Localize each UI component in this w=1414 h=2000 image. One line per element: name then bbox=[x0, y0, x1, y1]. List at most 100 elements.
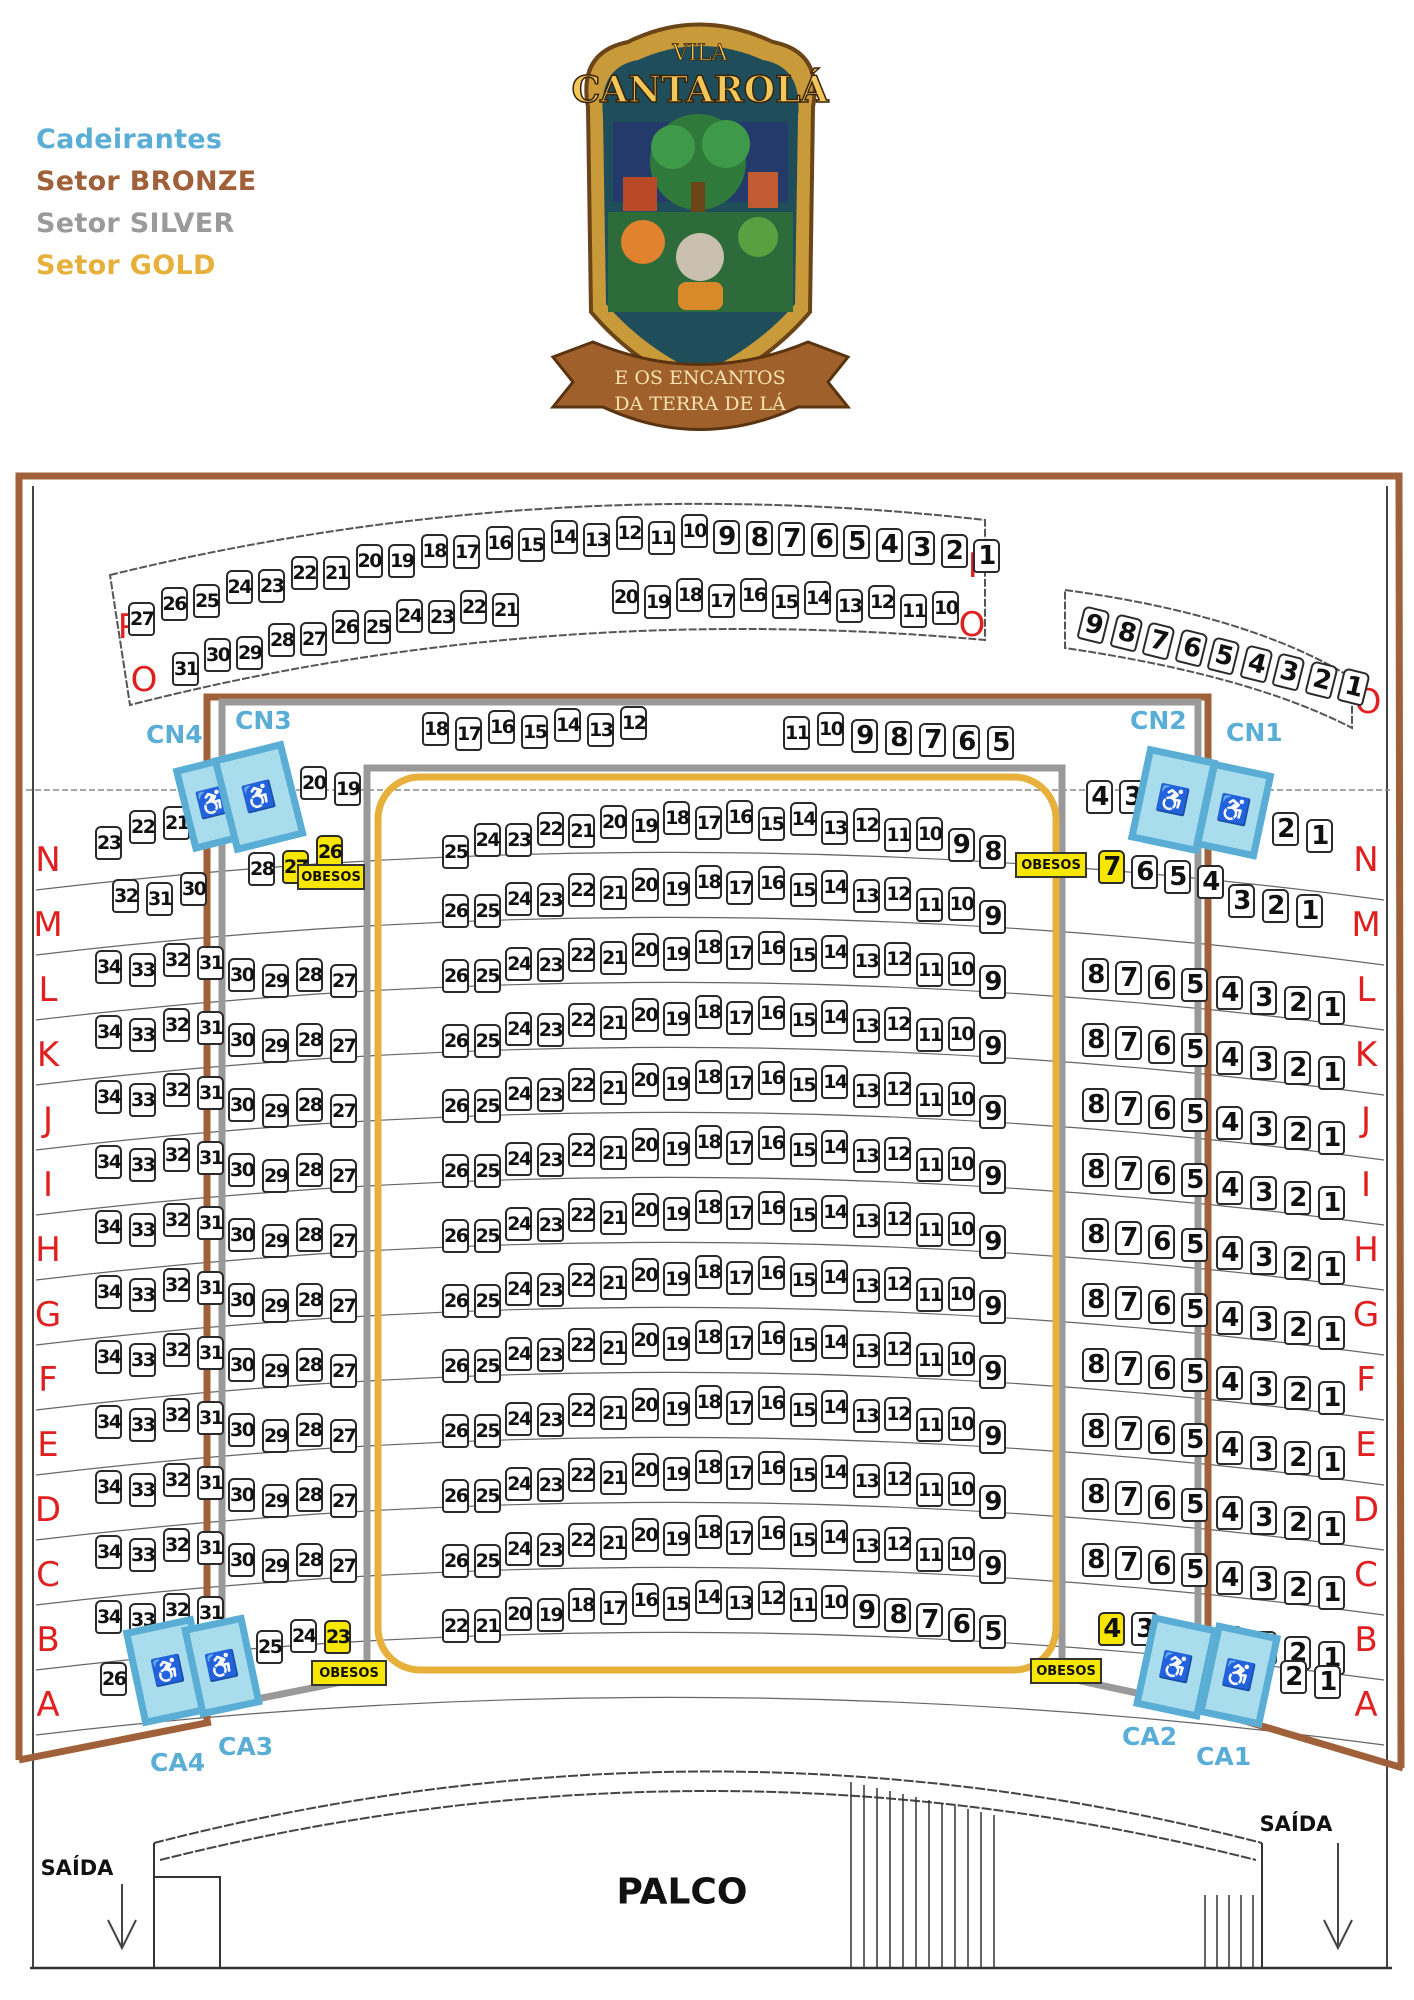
seat[interactable]: 31 bbox=[146, 881, 173, 916]
seat[interactable]: 24 bbox=[505, 1271, 533, 1306]
seat[interactable]: 6 bbox=[1148, 1549, 1175, 1584]
seat[interactable]: 17 bbox=[708, 584, 735, 619]
seat[interactable]: 31 bbox=[197, 1400, 224, 1435]
seat[interactable]: 30 bbox=[180, 872, 207, 907]
seat[interactable]: 13 bbox=[821, 810, 849, 845]
seat[interactable]: 3 bbox=[908, 530, 935, 565]
seat[interactable]: 20 bbox=[631, 1062, 659, 1097]
seat[interactable]: 20 bbox=[631, 1257, 659, 1292]
seat[interactable]: 7 bbox=[1115, 1091, 1142, 1126]
seat[interactable]: 11 bbox=[916, 1472, 943, 1507]
seat[interactable]: 2 bbox=[1284, 1181, 1311, 1216]
seat[interactable]: 30 bbox=[228, 1478, 255, 1512]
seat[interactable]: 14 bbox=[821, 1324, 849, 1359]
seat[interactable]: 10 bbox=[947, 887, 975, 922]
seat[interactable]: 32 bbox=[163, 1268, 190, 1303]
seat[interactable]: 23 bbox=[536, 948, 564, 983]
seat[interactable]: 8 bbox=[1082, 958, 1109, 992]
seat[interactable]: 26 bbox=[442, 1283, 469, 1318]
seat[interactable]: 15 bbox=[789, 1263, 817, 1298]
seat[interactable]: 9 bbox=[851, 719, 878, 754]
seat[interactable]: 29 bbox=[262, 964, 289, 998]
seat[interactable]: 8 bbox=[1082, 1543, 1109, 1577]
seat[interactable]: 27 bbox=[330, 1419, 357, 1453]
seat[interactable]: 1 bbox=[1318, 1381, 1345, 1416]
seat[interactable]: 23 bbox=[536, 1273, 564, 1308]
seat[interactable]: 32 bbox=[163, 1333, 190, 1368]
seat[interactable]: 33 bbox=[129, 1082, 156, 1117]
seat[interactable]: 32 bbox=[163, 1463, 190, 1498]
seat[interactable]: 21 bbox=[492, 592, 519, 627]
seat[interactable]: 26 bbox=[442, 1153, 469, 1188]
seat[interactable]: 12 bbox=[884, 1072, 912, 1107]
seat[interactable]: 7 bbox=[1115, 961, 1142, 996]
seat[interactable]: 24 bbox=[396, 599, 423, 634]
seat[interactable]: 19 bbox=[663, 1131, 691, 1166]
seat[interactable]: 8 bbox=[1082, 1413, 1109, 1447]
seat[interactable]: 23 bbox=[536, 1403, 564, 1438]
seat[interactable]: 20 bbox=[631, 1192, 659, 1227]
seat[interactable]: 5 bbox=[1181, 1292, 1208, 1327]
seat[interactable]: 16 bbox=[758, 1320, 785, 1355]
seat[interactable]: 4 bbox=[1216, 1366, 1243, 1400]
seat[interactable]: 21 bbox=[600, 1135, 627, 1170]
seat[interactable]: 18 bbox=[676, 578, 703, 613]
seat[interactable]: 8 bbox=[884, 1598, 912, 1633]
seat[interactable]: 16 bbox=[758, 995, 785, 1030]
seat[interactable]: 3 bbox=[1250, 1306, 1277, 1341]
seat[interactable]: 22 bbox=[568, 1263, 596, 1298]
seat[interactable]: 4 bbox=[1216, 976, 1243, 1010]
seat[interactable]: 20 bbox=[300, 766, 327, 800]
seat[interactable]: 22 bbox=[568, 1068, 596, 1103]
seat[interactable]: 26 bbox=[316, 835, 343, 869]
seat[interactable]: 12 bbox=[884, 942, 912, 977]
seat[interactable]: 9 bbox=[979, 1094, 1007, 1129]
seat[interactable]: 17 bbox=[726, 1196, 754, 1231]
seat[interactable]: 32 bbox=[112, 879, 139, 913]
seat[interactable]: 7 bbox=[1115, 1546, 1142, 1581]
seat[interactable]: 15 bbox=[789, 1523, 817, 1558]
seat[interactable]: 12 bbox=[884, 1007, 912, 1042]
seat[interactable]: 32 bbox=[163, 1398, 190, 1433]
seat[interactable]: 23 bbox=[536, 1013, 564, 1048]
seat[interactable]: 14 bbox=[550, 519, 578, 554]
seat[interactable]: 34 bbox=[95, 1600, 122, 1634]
seat[interactable]: 17 bbox=[726, 1261, 754, 1296]
seat[interactable]: 3 bbox=[1250, 1241, 1277, 1276]
seat[interactable]: 9 bbox=[947, 828, 975, 863]
seat[interactable]: 29 bbox=[262, 1354, 289, 1388]
seat[interactable]: 21 bbox=[600, 1005, 627, 1040]
seat[interactable]: 20 bbox=[631, 1452, 659, 1487]
seat[interactable]: 23 bbox=[428, 600, 455, 635]
seat[interactable]: 13 bbox=[726, 1586, 754, 1621]
seat[interactable]: 4 bbox=[1197, 864, 1224, 899]
seat[interactable]: 14 bbox=[554, 708, 581, 743]
seat[interactable]: 14 bbox=[821, 1389, 849, 1424]
seat[interactable]: 2 bbox=[1284, 986, 1311, 1021]
seat[interactable]: 12 bbox=[884, 1527, 912, 1562]
seat[interactable]: 26 bbox=[160, 586, 188, 621]
seat[interactable]: 18 bbox=[694, 930, 722, 965]
seat[interactable]: 13 bbox=[852, 944, 880, 979]
seat[interactable]: 19 bbox=[644, 584, 671, 619]
seat[interactable]: 25 bbox=[473, 1088, 501, 1123]
seat[interactable]: 21 bbox=[600, 1330, 627, 1365]
seat[interactable]: 19 bbox=[663, 1326, 691, 1361]
seat[interactable]: 28 bbox=[248, 852, 275, 886]
seat[interactable]: 23 bbox=[536, 1468, 564, 1503]
seat[interactable]: 34 bbox=[95, 950, 122, 984]
seat[interactable]: 31 bbox=[197, 1335, 224, 1370]
seat[interactable]: 20 bbox=[631, 1517, 659, 1552]
seat[interactable]: 34 bbox=[95, 1340, 122, 1374]
seat[interactable]: 10 bbox=[947, 1147, 975, 1182]
seat[interactable]: 6 bbox=[1148, 1159, 1175, 1194]
seat[interactable]: 26 bbox=[442, 1413, 469, 1448]
seat[interactable]: 19 bbox=[663, 1391, 691, 1426]
seat[interactable]: 1 bbox=[1318, 1121, 1345, 1156]
seat[interactable]: 5 bbox=[1181, 1097, 1208, 1132]
seat[interactable]: 1 bbox=[1314, 1665, 1341, 1700]
seat[interactable]: 17 bbox=[726, 1131, 754, 1166]
seat[interactable]: 17 bbox=[694, 806, 722, 841]
seat[interactable]: 1 bbox=[1318, 1251, 1345, 1286]
seat[interactable]: 6 bbox=[1148, 1224, 1175, 1259]
